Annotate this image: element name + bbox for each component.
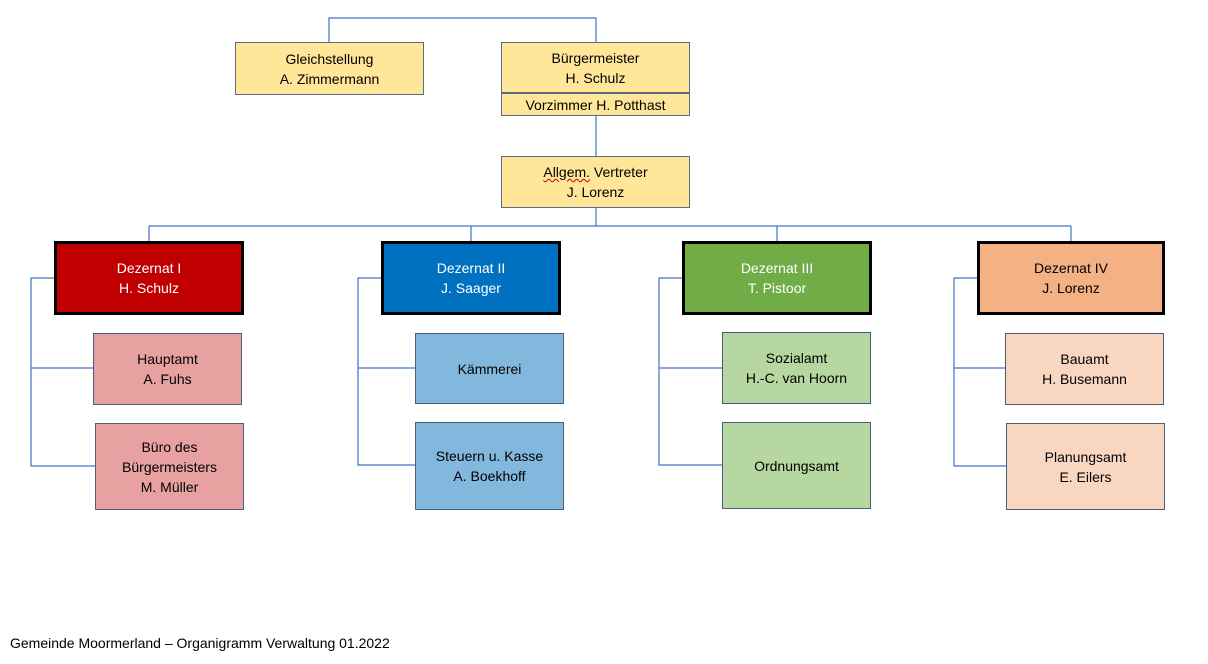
sozialamt-label: Sozialamt [765,350,828,366]
hauptamt-name: A. Fuhs [143,371,192,387]
buero-buergermeister-box: Büro des Bürgermeisters M. Müller [95,423,244,510]
ordnungsamt-label: Ordnungsamt [754,457,839,474]
dezernat-1-title: Dezernat I [116,260,182,276]
footer-caption: Gemeinde Moormerland – Organigramm Verwa… [10,635,390,651]
buergermeister-box: Bürgermeister H. Schulz [501,42,690,93]
vorzimmer-label: Vorzimmer H. Potthast [525,96,666,113]
steuern-kasse-name: A. Boekhoff [453,468,526,484]
buero-label-1: Büro des [141,438,198,455]
dezernat-2-box: Dezernat II J. Saager [381,241,561,315]
buero-label-2: Bürgermeisters [122,458,217,475]
bauamt-label: Bauamt [1060,351,1109,367]
vorzimmer-box: Vorzimmer H. Potthast [501,93,690,116]
dezernat-4-title: Dezernat IV [1034,260,1108,276]
vertreter-title: Allgem. Vertreter [543,164,648,180]
vertreter-box: Allgem. Vertreter J. Lorenz [501,156,690,208]
hauptamt-box: Hauptamt A. Fuhs [93,333,242,405]
dezernat-4-box: Dezernat IV J. Lorenz [977,241,1165,315]
gleichstellung-name: A. Zimmermann [279,70,380,87]
dezernat-1-name: H. Schulz [119,280,179,296]
bauamt-name: H. Busemann [1042,371,1127,387]
planungsamt-box: Planungsamt E. Eilers [1006,423,1165,510]
dezernat-3-box: Dezernat III T. Pistoor [682,241,872,315]
steuern-kasse-box: Steuern u. Kasse A. Boekhoff [415,422,564,510]
sozialamt-name: H.-C. van Hoorn [745,370,848,386]
planungsamt-name: E. Eilers [1059,468,1112,485]
sozialamt-box: Sozialamt H.-C. van Hoorn [722,332,871,404]
kaemmerei-label: Kämmerei [457,360,522,377]
dezernat-3-name: T. Pistoor [747,280,807,296]
dezernat-4-name: J. Lorenz [1042,280,1100,296]
buero-name: M. Müller [140,478,199,495]
dezernat-1-box: Dezernat I H. Schulz [54,241,244,315]
dezernat-2-title: Dezernat II [436,260,506,276]
dezernat-2-name: J. Saager [441,280,501,296]
buergermeister-name: H. Schulz [565,69,626,86]
bauamt-box: Bauamt H. Busemann [1005,333,1164,405]
steuern-kasse-label: Steuern u. Kasse [435,448,544,464]
buergermeister-title: Bürgermeister [551,49,640,66]
vertreter-name: J. Lorenz [566,184,625,200]
dezernat-3-title: Dezernat III [740,260,814,276]
gleichstellung-box: Gleichstellung A. Zimmermann [235,42,424,95]
ordnungsamt-box: Ordnungsamt [722,422,871,509]
planungsamt-label: Planungsamt [1044,448,1127,465]
hauptamt-label: Hauptamt [137,351,198,367]
kaemmerei-box: Kämmerei [415,333,564,404]
gleichstellung-title: Gleichstellung [285,50,374,67]
